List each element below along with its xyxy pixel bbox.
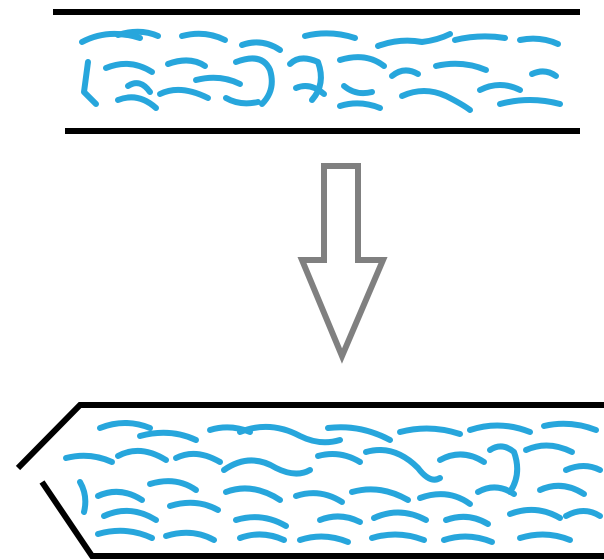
bottom-channel-fibers: [63, 420, 603, 545]
bottom-channel-panel: [15, 402, 604, 559]
down-arrow-icon: [297, 163, 388, 364]
bottom-channel-upper-wall: [15, 402, 604, 471]
bottom-channel-lower-wall: [39, 480, 604, 559]
top-channel-fibers: [79, 28, 563, 113]
top-channel-panel: [53, 9, 580, 134]
